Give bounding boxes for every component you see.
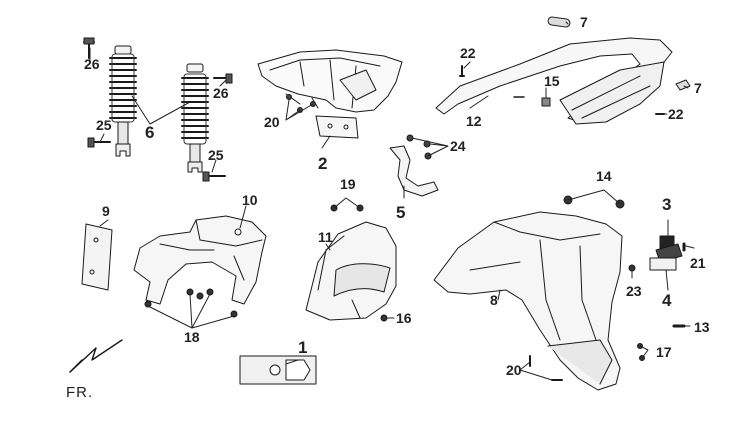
front-direction-label: FR. — [66, 384, 94, 401]
callout-5: 5 — [396, 203, 406, 222]
callout-9: 9 — [102, 203, 110, 219]
rear-frame-bracket — [257, 49, 403, 139]
rear-shock-absorber-left — [109, 45, 137, 157]
callout-17: 17 — [656, 344, 672, 360]
front-direction-arrow — [69, 339, 123, 373]
rear-shock-absorber-right — [181, 63, 209, 173]
callout-23: 23 — [626, 283, 642, 299]
callout-25-right: 25 — [208, 147, 224, 163]
callout-26-left: 26 — [84, 56, 100, 72]
seat-lock-bracket — [133, 215, 267, 305]
callout-7-right: 7 — [694, 80, 702, 96]
callout-13: 13 — [694, 319, 710, 335]
callout-3: 3 — [662, 195, 672, 214]
rear-mudguard — [433, 211, 623, 391]
callout-19: 19 — [340, 176, 356, 192]
callout-4: 4 — [662, 291, 672, 310]
callout-20-top: 20 — [264, 114, 280, 130]
callout-20-bottom: 20 — [506, 362, 522, 378]
rear-grab-rail — [435, 37, 673, 125]
callout-25-left: 25 — [96, 117, 112, 133]
callout-15: 15 — [544, 73, 560, 89]
callout-12: 12 — [466, 113, 482, 129]
small-fasteners — [459, 16, 691, 115]
callout-21: 21 — [690, 255, 706, 271]
callout-26-right: 26 — [213, 85, 229, 101]
callout-11: 11 — [318, 229, 333, 245]
callout-6: 6 — [145, 123, 155, 142]
callout-18: 18 — [184, 329, 200, 345]
callout-10: 10 — [242, 192, 258, 208]
callout-7-top: 7 — [580, 14, 588, 30]
shock-bolts — [83, 37, 233, 182]
callout-14: 14 — [596, 168, 612, 184]
leader-lines — [89, 21, 695, 381]
callout-16: 16 — [396, 310, 412, 326]
callout-22-right: 22 — [668, 106, 684, 122]
license-plate-bracket — [81, 223, 113, 291]
license-light-bracket — [389, 145, 439, 197]
callout-8: 8 — [490, 292, 498, 308]
callout-24: 24 — [450, 138, 466, 154]
callout-22-top: 22 — [460, 45, 476, 61]
callout-1: 1 — [298, 338, 308, 357]
rear-reflector — [239, 355, 317, 385]
callout-2: 2 — [318, 154, 328, 173]
rear-fender-inner — [305, 221, 397, 321]
rear-fasteners — [144, 195, 686, 381]
